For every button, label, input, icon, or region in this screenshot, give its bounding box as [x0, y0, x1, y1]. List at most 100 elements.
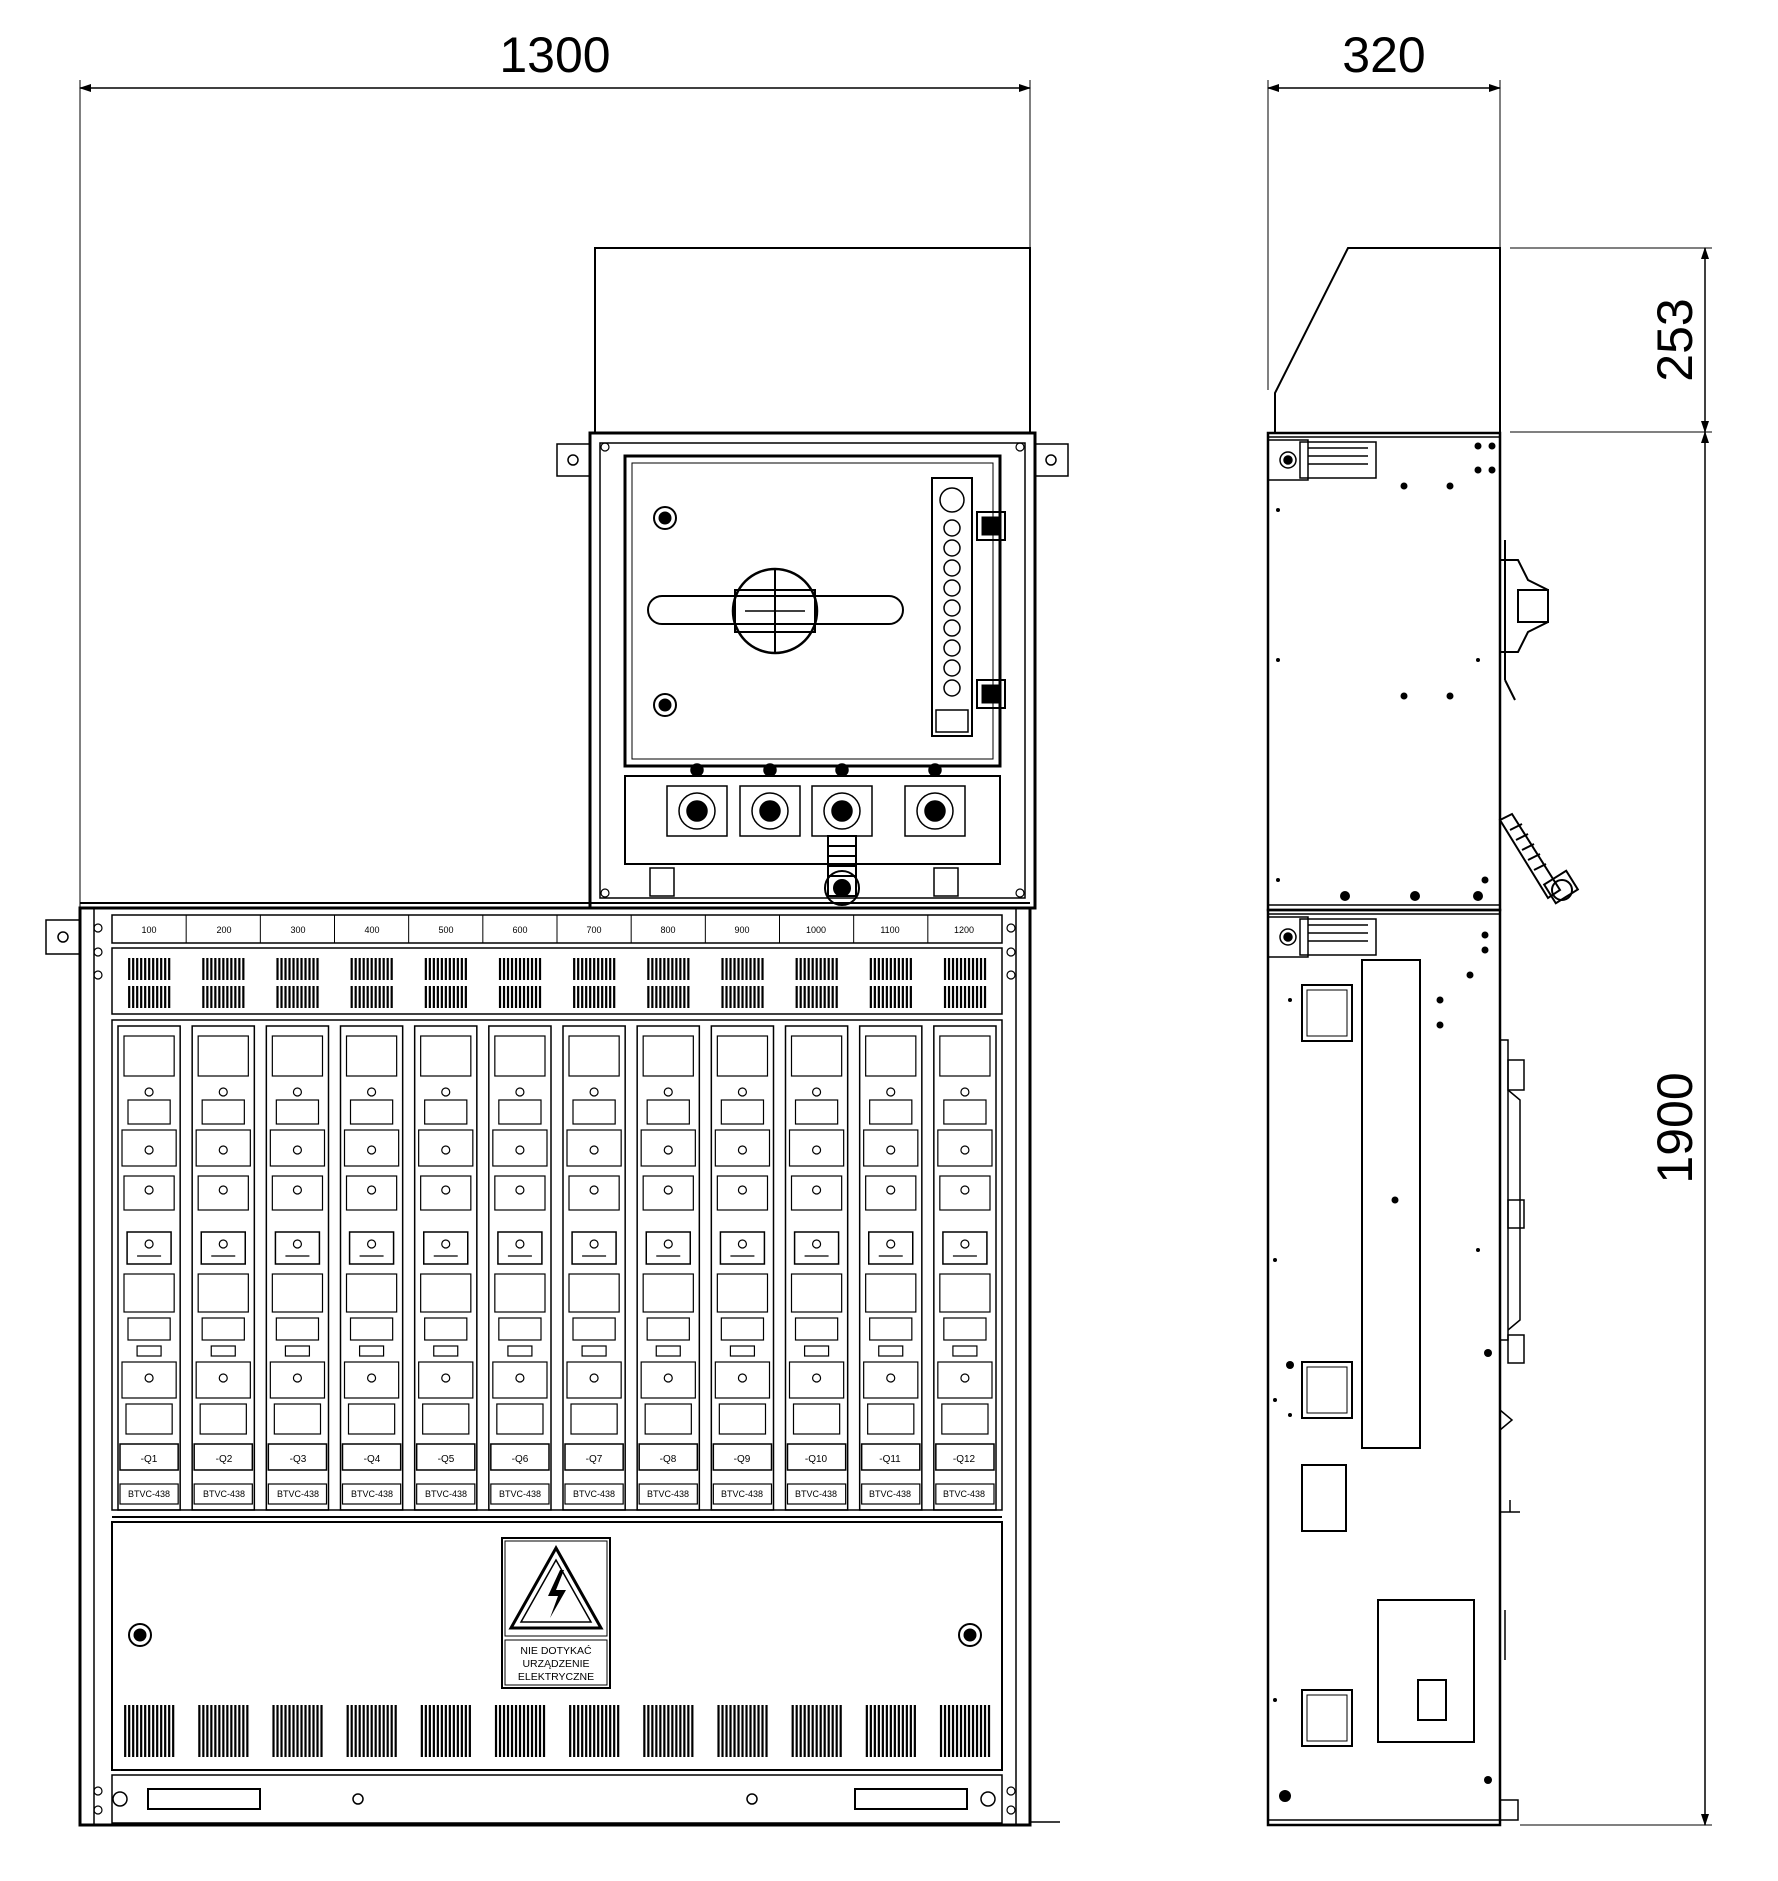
door-lock-icon	[653, 693, 677, 717]
vent-icon	[869, 958, 912, 1008]
fuse-carrier-icon	[423, 1231, 469, 1265]
vent-icon	[498, 958, 542, 1008]
fuse-carrier-icon	[274, 1231, 321, 1265]
fuse-carrier-icon	[497, 1231, 543, 1265]
scale-markers: 100 200 300 400 500 600 700 800 900 1000…	[141, 925, 974, 935]
fuse-carrier-icon	[200, 1231, 246, 1265]
warning-text-line2: URZĄDZENIE	[522, 1658, 589, 1670]
breaker-model: BTVC-438	[721, 1489, 763, 1499]
breaker-module	[265, 1025, 330, 1511]
vent-icon	[272, 1705, 323, 1757]
mounting-lug	[1034, 443, 1069, 477]
vent-icon	[346, 1705, 397, 1757]
vent-icon	[943, 958, 987, 1008]
breaker-model: BTVC-438	[795, 1489, 837, 1499]
hinge-icon	[976, 679, 1006, 709]
vent-icon	[198, 1705, 249, 1757]
vent-icon	[643, 1705, 694, 1757]
breaker-area	[111, 1019, 1003, 1511]
scale-marker: 1100	[880, 925, 899, 935]
high-voltage-warning-icon	[508, 1544, 604, 1630]
vent-icon	[939, 1705, 991, 1757]
breaker-tag: -Q5	[438, 1454, 455, 1465]
breaker-module	[784, 1025, 849, 1511]
breaker-module	[562, 1025, 626, 1511]
side-roof	[1274, 247, 1501, 433]
vent-icon	[350, 958, 393, 1008]
warning-text-line1: NIE DOTYKAĆ	[520, 1644, 592, 1657]
main-door	[623, 454, 1002, 768]
breaker-module	[636, 1025, 701, 1511]
breaker-tag: -Q12	[953, 1454, 976, 1465]
breaker-model: BTVC-438	[573, 1489, 615, 1499]
vent-icon	[791, 1705, 842, 1757]
breaker-tag: -Q2	[216, 1454, 233, 1465]
fuse-carrier-icon	[645, 1231, 691, 1265]
vent-icon	[573, 958, 616, 1008]
vent-icon	[276, 958, 319, 1008]
fuse-carrier-icon	[126, 1231, 172, 1265]
breaker-tag: -Q1	[141, 1454, 158, 1465]
dimension-label-width: 1300	[499, 27, 610, 83]
mounting-lug	[556, 443, 591, 477]
breaker-module	[117, 1025, 181, 1511]
breaker-model: BTVC-438	[351, 1489, 393, 1499]
scale-marker: 200	[216, 925, 231, 935]
breaker-module	[858, 1025, 923, 1511]
vent-strip	[111, 947, 1003, 1015]
vent-icon	[494, 1705, 546, 1757]
door-lock-icon	[653, 506, 677, 530]
vent-icon	[424, 958, 467, 1008]
breaker-model: BTVC-438	[869, 1489, 911, 1499]
breaker-tag: -Q8	[660, 1454, 677, 1465]
gland-panel	[624, 775, 1001, 865]
generated-front-details	[117, 915, 997, 1757]
vent-icon	[795, 958, 838, 1008]
scale-marker: 600	[512, 925, 527, 935]
scale-marker: 300	[290, 925, 305, 935]
indicator-column	[931, 477, 973, 737]
scale-marker: 1200	[954, 925, 974, 935]
scale-marker: 400	[364, 925, 379, 935]
breaker-tag: -Q11	[879, 1454, 901, 1465]
breaker-model: BTVC-438	[425, 1489, 467, 1499]
vent-icon	[124, 1705, 175, 1757]
scale-marker: 1000	[806, 925, 826, 935]
rotary-handle-icon	[647, 567, 904, 655]
dimensions	[79, 80, 1712, 1826]
mounting-lug	[45, 919, 81, 955]
side-handle-icon	[1500, 540, 1549, 701]
breaker-module	[413, 1025, 478, 1511]
side-lower-body	[1266, 908, 1502, 1827]
breaker-model: BTVC-438	[943, 1489, 985, 1499]
fuse-carrier-icon	[793, 1231, 840, 1265]
breaker-model: BTVC-438	[203, 1489, 245, 1499]
fuse-carrier-icon	[719, 1231, 766, 1265]
breaker-tag: -Q3	[290, 1454, 307, 1465]
scale-marker: 800	[660, 925, 675, 935]
breaker-module	[933, 1025, 997, 1511]
breaker-model: BTVC-438	[128, 1489, 170, 1499]
breaker-labels: -Q1 -Q2 -Q3 -Q4 -Q5 -Q6 -Q7 -Q8 -Q9 -Q10…	[128, 1454, 985, 1499]
breaker-module	[488, 1025, 552, 1511]
side-cable-gland-icon	[1498, 812, 1580, 905]
front-upper-cabinet	[556, 431, 1069, 910]
scale-marker: 500	[438, 925, 453, 935]
vent-icon	[717, 1705, 768, 1757]
breaker-module	[191, 1025, 256, 1511]
fuse-carrier-icon	[942, 1231, 988, 1265]
breaker-tag: -Q6	[512, 1454, 529, 1465]
plinth	[111, 1774, 1003, 1824]
breaker-tag: -Q7	[586, 1454, 603, 1465]
lower-door	[111, 1521, 1003, 1771]
breaker-model: BTVC-438	[277, 1489, 319, 1499]
vent-icon	[569, 1705, 620, 1757]
scale-marker: 100	[141, 925, 156, 935]
dimension-label-top-height: 253	[1647, 298, 1703, 381]
side-upper-body	[1266, 431, 1502, 912]
vent-icon	[128, 958, 171, 1008]
breaker-module	[710, 1025, 775, 1511]
vent-icon	[647, 958, 690, 1008]
vent-icon	[721, 958, 764, 1008]
warning-sign	[501, 1537, 611, 1689]
